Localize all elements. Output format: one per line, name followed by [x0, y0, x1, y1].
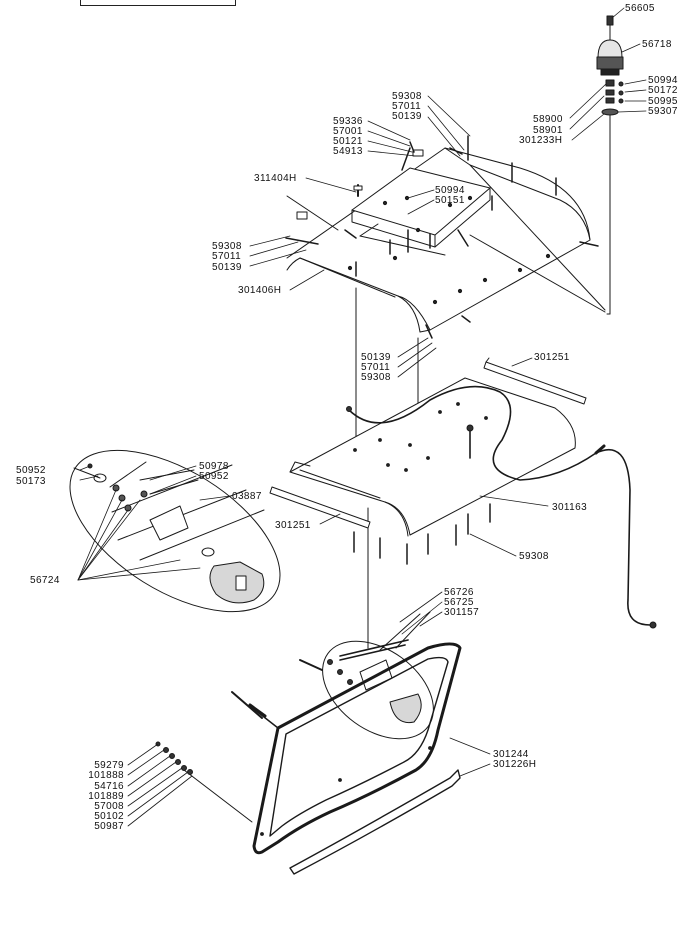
- door-frame-301244: [183, 642, 462, 855]
- label-50172: 50172: [648, 85, 678, 96]
- label-59307: 59307: [648, 106, 678, 117]
- label-56725: 56725: [444, 597, 474, 608]
- label-50952-left: 50952: [16, 465, 46, 476]
- label-50173: 50173: [16, 476, 46, 487]
- label-50151: 50151: [435, 195, 465, 206]
- threshold-301226H: [289, 769, 461, 875]
- label-301251-lower: 301251: [275, 520, 311, 531]
- label-54913: 54913: [333, 146, 363, 157]
- label-56726: 56726: [444, 587, 474, 598]
- liner-panel-301163: [289, 377, 657, 629]
- strip-301251-upper: [483, 357, 587, 405]
- label-50139: 50139: [392, 111, 422, 122]
- label-59308: 59308: [392, 91, 422, 102]
- roof-panel-301406H: [285, 135, 606, 339]
- label-301157: 301157: [444, 607, 480, 618]
- label-301406H: 301406H: [238, 285, 282, 296]
- strip-301251-lower: [269, 486, 371, 529]
- label-50995: 50995: [648, 96, 678, 107]
- label-101889: 101889: [88, 791, 124, 802]
- label-57008: 57008: [94, 801, 124, 812]
- label-59308-left: 59308: [212, 241, 242, 252]
- label-301244: 301244: [493, 749, 529, 760]
- label-56605: 56605: [625, 3, 655, 14]
- leader-lines: [77, 7, 647, 827]
- lower-left-hardware: [155, 691, 263, 775]
- label-59336: 59336: [333, 116, 363, 127]
- wiper-detail-ellipse: [299, 611, 434, 740]
- label-57001: 57001: [333, 126, 363, 137]
- label-50994-roof: 50994: [435, 185, 465, 196]
- label-50102: 50102: [94, 811, 124, 822]
- label-50987: 50987: [94, 821, 124, 832]
- label-56718: 56718: [642, 39, 672, 50]
- label-58900: 58900: [533, 114, 563, 125]
- label-56724: 56724: [30, 575, 60, 586]
- label-101888: 101888: [88, 770, 124, 781]
- label-50139-left: 50139: [212, 262, 242, 273]
- label-59308-liner: 59308: [519, 551, 549, 562]
- label-50139-front: 50139: [361, 352, 391, 363]
- label-59279: 59279: [94, 760, 124, 771]
- label-301251-upper: 301251: [534, 352, 570, 363]
- label-57011-front: 57011: [361, 362, 391, 373]
- label-50121: 50121: [333, 136, 363, 147]
- label-50978: 50978: [199, 461, 229, 472]
- title-frame: [80, 0, 236, 6]
- label-50994: 50994: [648, 75, 678, 86]
- label-301163: 301163: [552, 502, 588, 513]
- wiper-motor-detail-ellipse: [69, 449, 281, 613]
- label-301233H: 301233H: [519, 135, 563, 146]
- label-54716: 54716: [94, 781, 124, 792]
- label-301226H: 301226H: [493, 759, 537, 770]
- label-50952-right: 50952: [199, 471, 229, 482]
- beacon-light-assembly: [596, 15, 624, 315]
- label-57011: 57011: [392, 101, 422, 112]
- label-58901: 58901: [533, 125, 563, 136]
- label-311404H: 311404H: [254, 173, 297, 184]
- label-59308-front: 59308: [361, 372, 391, 383]
- label-57011-left: 57011: [212, 251, 242, 262]
- label-03887: 03887: [232, 491, 262, 502]
